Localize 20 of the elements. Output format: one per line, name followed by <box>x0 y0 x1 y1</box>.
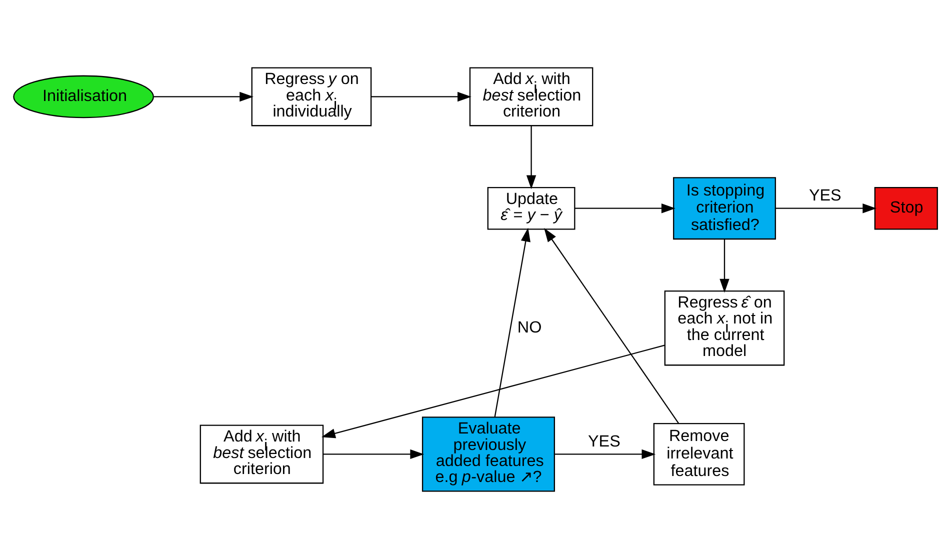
node-box: Is stopping criterion satisfied? <box>672 176 776 240</box>
arrow <box>494 227 530 416</box>
arrow <box>320 344 664 438</box>
node-box: Evaluate previously added features e.g p-value ↗? <box>421 416 554 492</box>
arrow <box>526 126 536 189</box>
arrow <box>322 448 424 459</box>
node-box: Update ε̂ = y − ŷ <box>486 186 575 230</box>
node-box: Remove irrelevant features <box>652 422 744 485</box>
arrow <box>370 91 471 102</box>
arrow <box>719 238 729 292</box>
node-box: Stop <box>874 186 938 230</box>
edge-label: YES <box>808 186 841 204</box>
edge-label: NO <box>516 318 542 336</box>
edge-label: YES <box>587 432 620 450</box>
arrow <box>153 91 253 102</box>
arrow <box>775 202 876 213</box>
node-ellipse: Initialisation <box>12 74 154 118</box>
arrow <box>544 228 679 424</box>
arrow <box>574 202 675 213</box>
arrow <box>554 448 656 459</box>
